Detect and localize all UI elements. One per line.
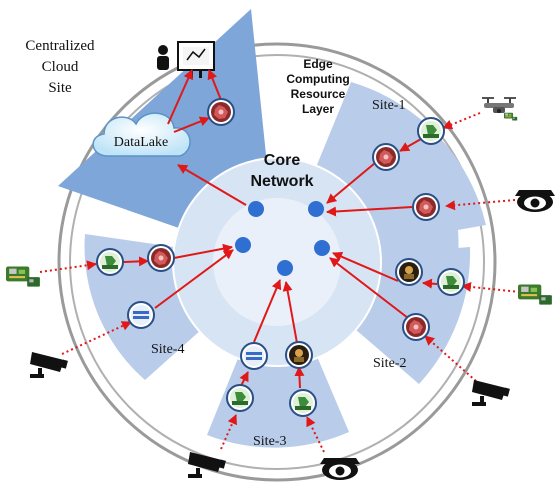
arrow-site1-mqtt-to-proc [399,138,422,152]
arrow-cctv-to-site2 [424,335,477,382]
site2-processor-node-icon [402,313,430,341]
site4-cctv-camera-icon [30,352,68,378]
site1-processor-node-2-icon [412,193,440,221]
site3-mqtt-node-2-icon [289,389,317,417]
arrow-datalake-to-proc [173,116,210,133]
core-network-label: Core Network [250,152,313,190]
edge-label-line-3: Resource [291,87,346,101]
arrow-hub-to-datalake [177,164,247,206]
site4-mqtt-node-icon [96,248,124,276]
site4-stream-node-icon [127,301,155,329]
core-hub-site-1 [308,201,324,217]
site3-stream-node-icon [240,342,268,370]
edge-label-line-2: Computing [286,72,349,86]
arrow-proc-to-presenter [207,69,222,101]
drone-board-icon [504,112,518,121]
arrow-site3-mqtt-to-detect [294,366,305,389]
site2-detector-node-icon [395,258,423,286]
arrow-site4-mqtt-to-proc [123,256,149,267]
arrow-site3-mqtt-to-stream [239,371,249,387]
cloud-site-label: Centralized Cloud Site [25,38,95,96]
arrow-drone-to-site1 [442,112,481,130]
core-label-line-2: Network [250,173,313,190]
arrow-dome-to-site1 [445,199,516,211]
arrow-site2-mqtt-to-detect [422,278,438,289]
datalake-label: DataLake [114,135,168,150]
edge-label-line-4: Layer [302,102,334,116]
arrow-site4-proc-to-hub [173,243,233,259]
core-hub-site-4 [235,237,251,253]
edge-label-line-1: Edge [303,57,333,71]
arrow-cctv-to-site3 [220,414,237,450]
site1-dome-camera-icon [515,190,555,212]
site3-mqtt-node-icon [226,384,254,412]
solid-arrows [123,69,438,389]
site1-processor-node-icon [372,143,400,171]
site2-raspberry-pi-icon [518,284,552,305]
arrow-site2-detect-to-hub [332,251,399,282]
arrow-site1-proc2-to-hub [326,206,413,217]
presenter-icon [157,41,215,78]
site1-mqtt-node-icon [417,117,445,145]
dotted-arrows [39,112,521,453]
cloud-label-line-3: Site [48,80,72,96]
datalake-cloud-icon: DataLake [92,112,191,157]
drone-icon [482,97,516,113]
site4-raspberry-pi-icon [6,266,40,287]
site2-cctv-camera-icon [472,380,510,406]
core-hub-cloud [248,201,264,217]
arrow-site3-detect-to-hub [282,281,298,344]
arrow-site2-proc-to-hub [329,257,409,319]
arrow-site1-proc-to-hub [326,162,376,204]
site-1-label: Site-1 [372,98,405,113]
cloud-label-line-1: Centralized [25,38,95,54]
edge-layer-label: Edge Computing Resource Layer [286,57,349,116]
core-label-line-1: Core [264,152,301,169]
site2-mqtt-node-icon [437,268,465,296]
arrow-site4-stream-to-hub [154,249,234,309]
site-4-label: Site-4 [151,342,184,357]
arrow-datalake-to-presenter [167,69,193,125]
site3-dome-camera-icon [320,458,360,480]
core-network-inner [213,198,341,326]
core-hub-site-2 [314,240,330,256]
cloud-label-line-2: Cloud [42,59,79,75]
site4-processor-node-icon [147,244,175,272]
cloud-processor-node-icon [207,98,235,126]
site-2-label: Site-2 [373,356,406,371]
arrow-site3-stream-to-hub [253,279,282,343]
arrow-dome-to-site3 [306,416,325,453]
site-3-label: Site-3 [253,434,286,449]
site3-detector-node-icon [285,341,313,369]
core-hub-site-3 [277,260,293,276]
